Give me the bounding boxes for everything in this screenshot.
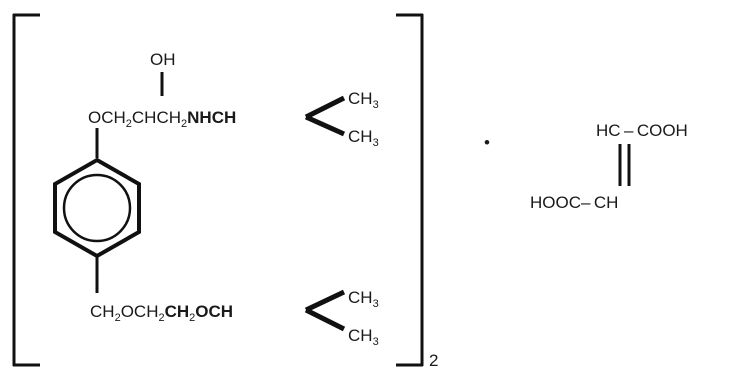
top-methyl-1: CH3 (348, 89, 379, 111)
hydroxyl-label: OH (150, 50, 176, 69)
fumarate-bottom-label: HOOC– CH (530, 193, 618, 212)
bottom-chain-ch-2: CH (165, 302, 190, 321)
bottom-chain-label: CH2OCH2CH2OCH (90, 302, 233, 324)
top-chain-label: OCH2CHCH2NHCH (88, 108, 236, 130)
top-chain-chch: CHCH (132, 108, 181, 127)
multiplier-label: 2 (429, 351, 438, 368)
top-methyl-2: CH3 (348, 127, 379, 149)
bottom-isopropyl-branch (304, 289, 346, 332)
bottom-chain-sub-2: 2 (158, 312, 164, 324)
top-chain-och: OCH (88, 108, 126, 127)
right-bracket (396, 13, 424, 367)
top-isopropyl-branch (304, 95, 346, 137)
salt-separator: • (484, 133, 490, 152)
bottom-methyl-2: CH3 (348, 326, 379, 348)
top-chain-sub-1: 2 (126, 118, 132, 130)
bottom-methyl-1: CH3 (348, 288, 379, 310)
bottom-chain-ch: CH (90, 302, 115, 321)
left-bracket (12, 13, 40, 367)
benzene-ring (53, 157, 141, 259)
top-chain-nhch: NHCH (187, 108, 236, 127)
bottom-chain-sub-3: 2 (189, 312, 195, 324)
bottom-chain-sub-1: 2 (115, 312, 121, 324)
bottom-chain-och-2: OCH (195, 302, 233, 321)
fumarate-double-bond (618, 144, 631, 186)
top-chain-sub-2: 2 (181, 118, 187, 130)
bottom-chain-och: OCH (121, 302, 159, 321)
fumarate-top-label: HC – COOH (596, 121, 688, 140)
